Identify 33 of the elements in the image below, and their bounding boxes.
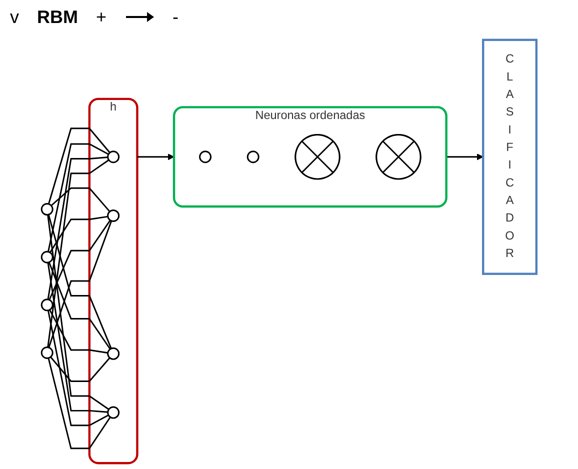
node-box: C L A S I F I C A D O R [482, 38, 538, 275]
cluster: Neuronas ordenadas [172, 106, 448, 208]
node-circle [40, 346, 54, 359]
arrow [137, 154, 174, 160]
node-circle [246, 150, 260, 164]
node-circle [107, 150, 120, 164]
node-circle [40, 203, 54, 216]
connector [49, 309, 108, 354]
connector [47, 310, 109, 426]
connector [47, 159, 110, 348]
connector [48, 262, 111, 350]
node-circle [107, 406, 120, 419]
connector [48, 128, 110, 204]
connector [49, 216, 108, 253]
connector [50, 356, 110, 382]
node-circle [40, 298, 54, 312]
connector [48, 143, 109, 252]
node-circle [40, 250, 54, 264]
column-label: v [10, 6, 19, 28]
node-circle [199, 150, 212, 164]
connector [48, 220, 111, 300]
connector [50, 187, 110, 212]
connector [48, 358, 111, 450]
direction-sign: - [172, 6, 179, 28]
connector [47, 156, 108, 300]
connector [47, 214, 110, 410]
node-circle [107, 347, 120, 360]
diagram-title: RBM [37, 6, 78, 28]
arrow [446, 154, 484, 160]
direction-sign: + [96, 6, 107, 28]
cluster: h [88, 98, 138, 464]
node-circle [107, 209, 120, 222]
connector [47, 262, 108, 413]
